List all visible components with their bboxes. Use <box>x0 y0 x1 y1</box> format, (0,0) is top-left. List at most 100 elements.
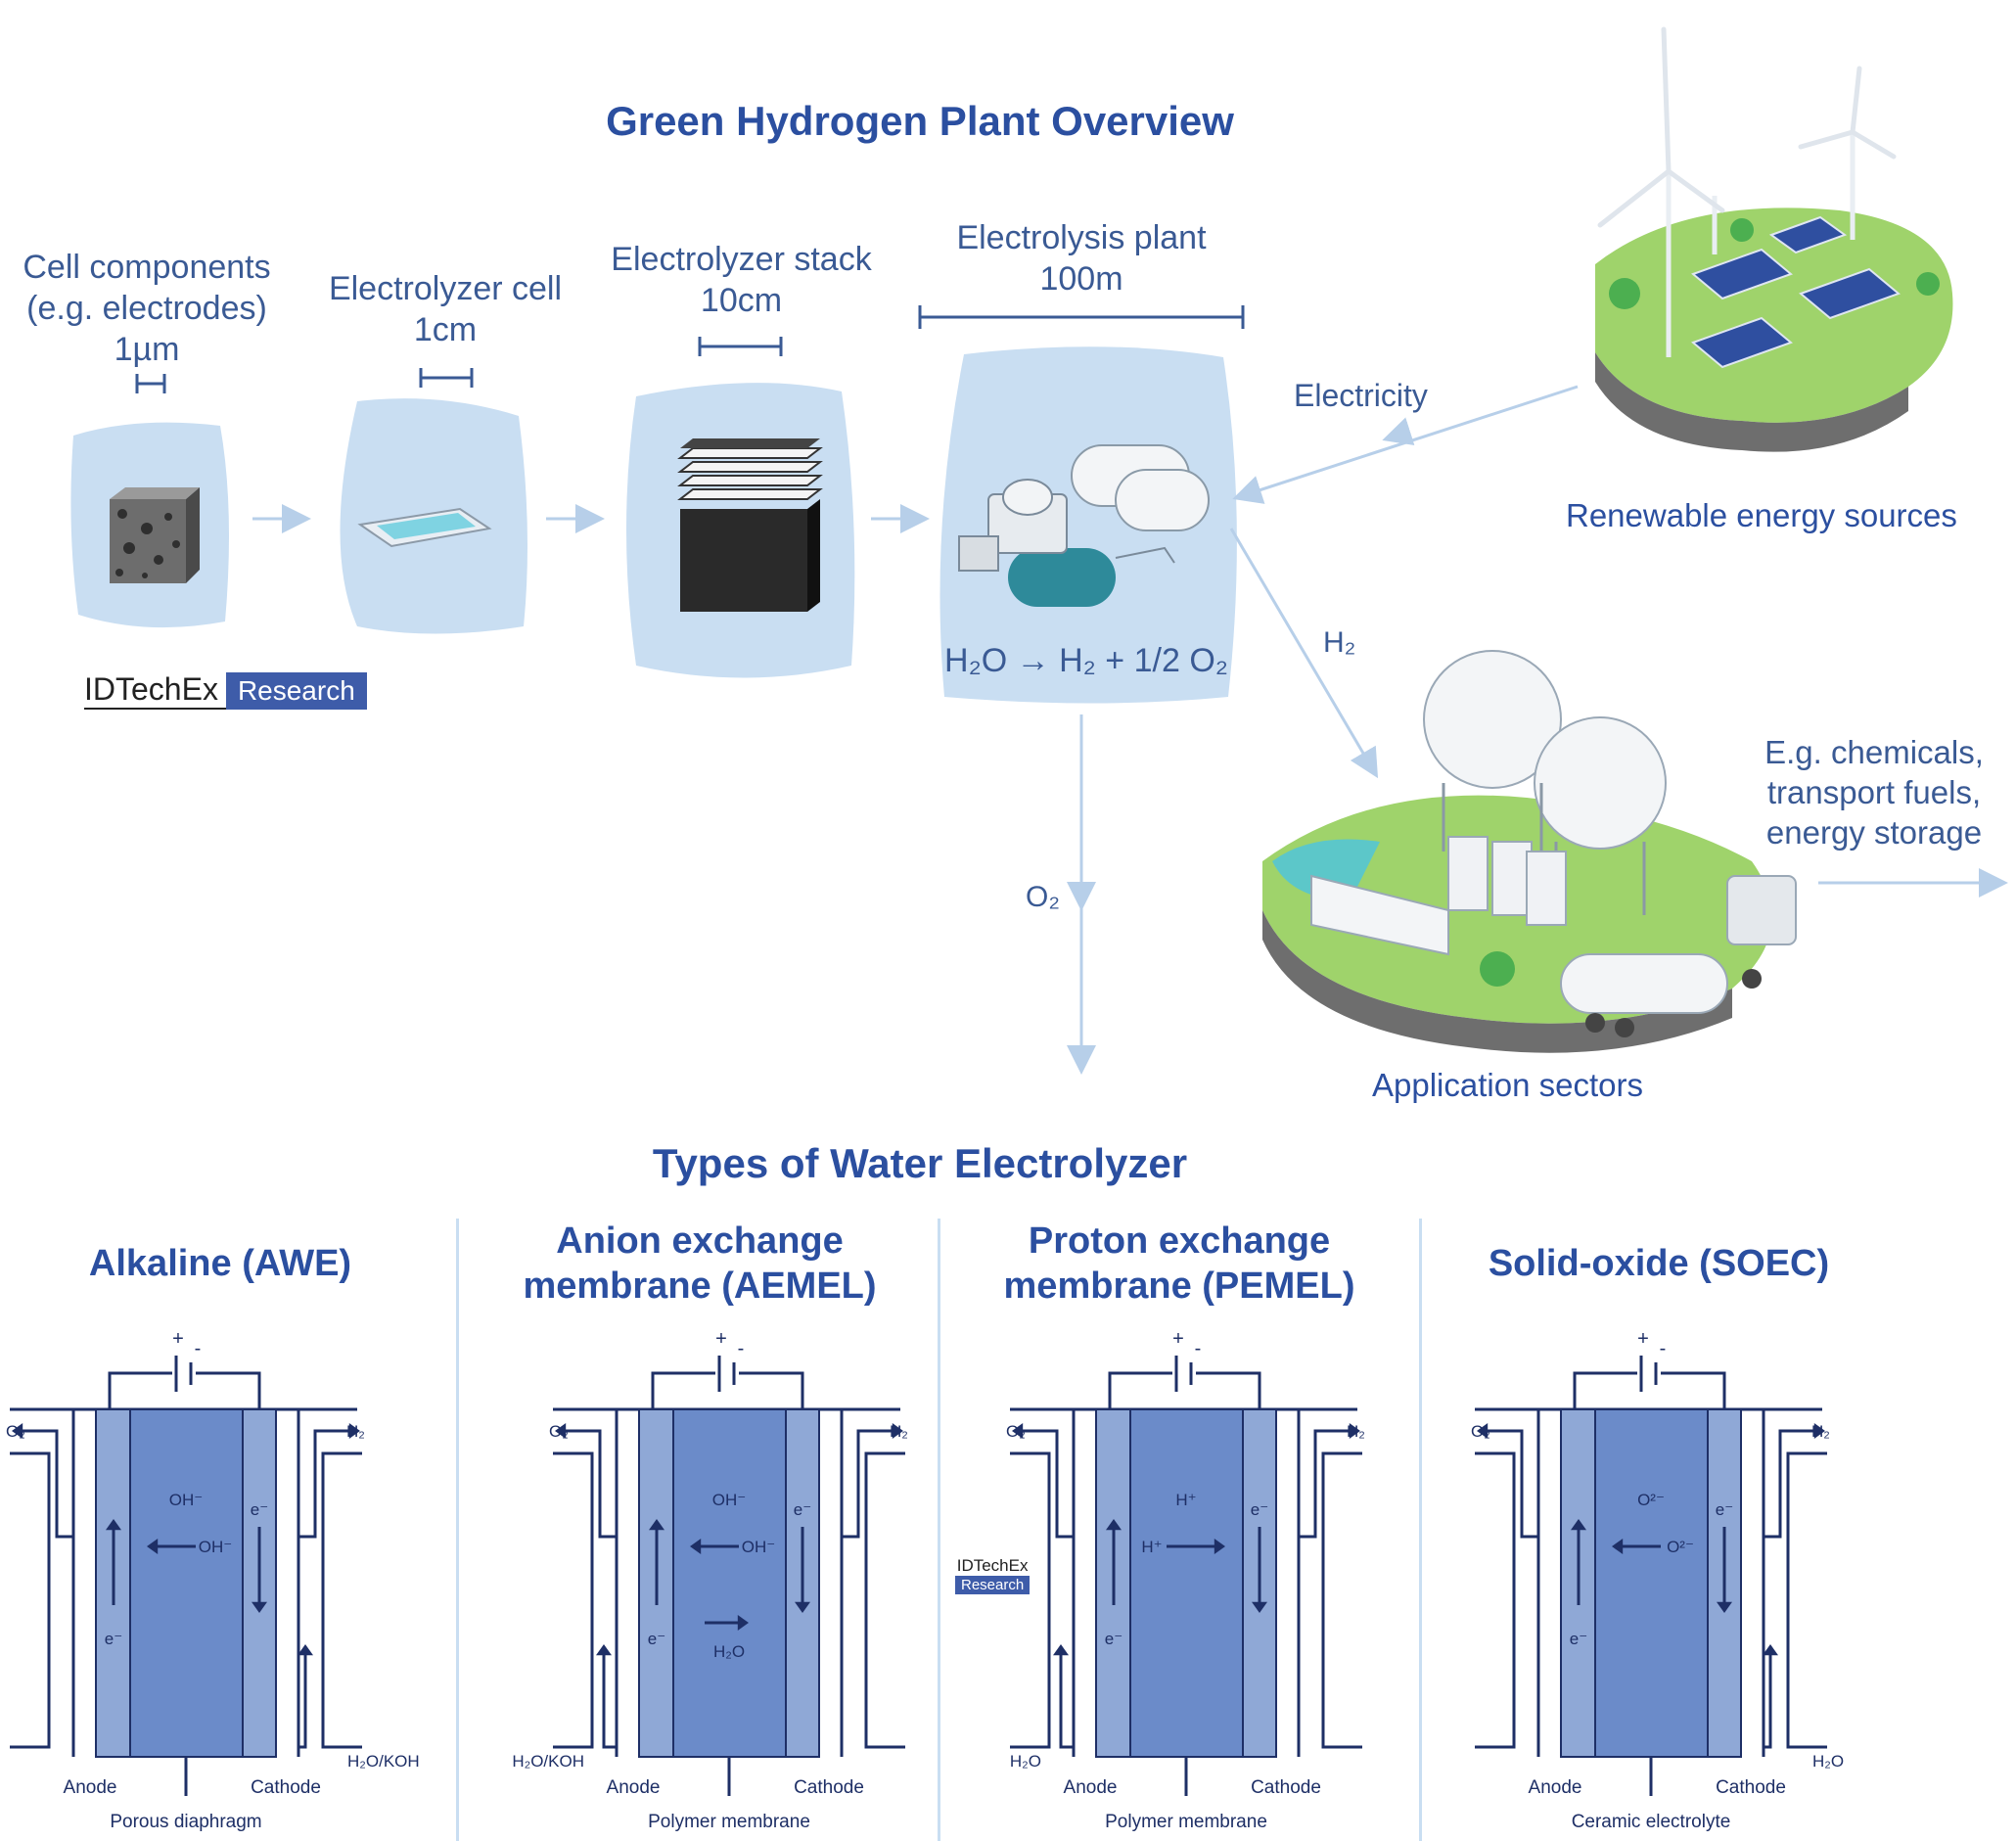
h2-outlet <box>1764 1429 1815 1539</box>
ion-label: OH⁻ <box>169 1491 203 1509</box>
stage-scale: 100m <box>1039 260 1123 298</box>
input-line <box>298 1654 307 1749</box>
left-loop <box>10 1451 51 1749</box>
divider <box>456 1219 459 1841</box>
input-label: H₂O/KOH <box>347 1752 420 1771</box>
membrane-label: Porous diaphragm <box>110 1812 261 1832</box>
circuit-wire <box>1108 1371 1261 1409</box>
electrolyte <box>672 1408 787 1758</box>
electrolysis-plant-blob <box>939 346 1237 704</box>
h2o-arrow-icon <box>737 1615 749 1631</box>
minus-sign: - <box>738 1338 745 1359</box>
circuit-wire <box>108 1371 261 1409</box>
h2-outlet <box>1299 1429 1351 1539</box>
membrane-label: Polymer membrane <box>648 1812 810 1832</box>
left-loop <box>1010 1451 1051 1749</box>
types-title: Types of Water Electrolyzer <box>652 1140 1188 1186</box>
h2-label: H₂ <box>890 1422 908 1441</box>
o2-flow-label: O₂ <box>1026 881 1060 913</box>
membrane-label: Ceramic electrolyte <box>1572 1812 1731 1832</box>
anode-label: Anode <box>607 1777 661 1798</box>
application-example: E.g. chemicals, <box>1764 734 1984 770</box>
ion-migration-arrow-icon <box>690 1539 702 1554</box>
ion-mid-label: H⁺ <box>1141 1538 1162 1556</box>
application-island-icon <box>1262 650 1797 1053</box>
input-label: H₂O <box>1812 1752 1844 1771</box>
plus-sign: + <box>1172 1328 1184 1350</box>
electron-label: e⁻ <box>1716 1500 1733 1519</box>
panel-title-line: Alkaline (AWE) <box>88 1243 352 1284</box>
right-loop <box>321 1451 362 1749</box>
renewable-energy-label: Renewable energy sources <box>1566 497 1957 533</box>
ion-mid-label: OH⁻ <box>742 1538 775 1556</box>
overview-graphic <box>70 26 2008 1075</box>
ion-label: O²⁻ <box>1637 1491 1665 1509</box>
anode-label: Anode <box>1529 1777 1582 1798</box>
h2-outlet <box>842 1429 893 1539</box>
anode-arrow-icon <box>1106 1519 1122 1531</box>
stack-icon <box>677 438 823 612</box>
membrane-label: Polymer membrane <box>1105 1812 1267 1832</box>
electrolyte <box>129 1408 244 1758</box>
stage-scale: 1cm <box>413 311 478 348</box>
input-line <box>602 1654 617 1749</box>
battery-icon <box>1639 1356 1658 1392</box>
o2-outlet <box>22 1429 73 1539</box>
stage-label-cell-components: Cell components (e.g. electrodes) 1µm <box>0 247 294 370</box>
stage-name: Electrolyzer stack <box>611 241 872 278</box>
cathode-arrow-icon <box>1717 1601 1732 1613</box>
minus-sign: - <box>1195 1338 1202 1359</box>
electrolysis-plant-icon <box>958 444 1210 607</box>
anode-arrow-icon <box>106 1519 121 1531</box>
o2-outlet <box>565 1429 617 1539</box>
anode-arrow-icon <box>649 1519 664 1531</box>
battery-icon <box>174 1356 193 1392</box>
electron-label: e⁻ <box>1105 1630 1123 1648</box>
panel-title-line: Anion exchange <box>556 1220 844 1262</box>
panel-title-pemel: Proton exchange membrane (PEMEL) <box>949 1219 1409 1309</box>
panel-title-line: Solid-oxide (SOEC) <box>1488 1243 1830 1284</box>
input-label: H₂O/KOH <box>512 1752 584 1771</box>
anode-label: Anode <box>1064 1777 1118 1798</box>
brand-name: IDTechEx <box>84 671 226 710</box>
right-loop <box>1786 1451 1827 1749</box>
brand-tag: Research <box>955 1576 1031 1594</box>
electrolyte <box>1594 1408 1709 1758</box>
plus-sign: + <box>715 1328 727 1350</box>
divider <box>938 1219 940 1841</box>
ion-migration-arrow-icon <box>1214 1539 1225 1554</box>
brand-logo-small: IDTechEx Research <box>955 1556 1031 1594</box>
input-line <box>1764 1654 1772 1749</box>
application-example: energy storage <box>1765 814 1983 851</box>
panel-title-soec: Solid-oxide (SOEC) <box>1429 1241 1889 1286</box>
electron-label: e⁻ <box>105 1630 122 1648</box>
left-loop <box>1475 1451 1516 1749</box>
electrolyte <box>1129 1408 1244 1758</box>
h2-flow-label: H₂ <box>1323 626 1356 659</box>
panel-title-line: Proton exchange <box>1028 1220 1331 1262</box>
h2-outlet <box>298 1429 350 1539</box>
h2-arrow-icon <box>892 1423 903 1439</box>
plus-sign: + <box>172 1328 184 1350</box>
ion-migration-arrow-icon <box>147 1539 159 1554</box>
brand-tag: Research <box>225 671 367 710</box>
h2-label: H₂ <box>1811 1422 1830 1441</box>
stage-scale: 1µm <box>114 331 180 368</box>
right-loop <box>864 1451 905 1749</box>
anode-arrow-icon <box>1571 1519 1586 1531</box>
overview-title: Green Hydrogen Plant Overview <box>606 98 1234 144</box>
stage-name: Electrolysis plant <box>956 219 1207 256</box>
application-sectors-label: Application sectors <box>1372 1067 1643 1103</box>
electricity-label: Electricity <box>1294 378 1428 413</box>
ion-migration-arrow-icon <box>1612 1539 1624 1554</box>
o2-arrow-icon <box>555 1423 567 1439</box>
right-loop <box>1321 1451 1362 1749</box>
minus-sign: - <box>1660 1338 1667 1359</box>
renewable-island-icon <box>1595 26 1953 452</box>
divider <box>1419 1219 1422 1841</box>
application-example: transport fuels, <box>1766 774 1982 810</box>
circuit-wire <box>1573 1371 1726 1409</box>
h2-label: H₂ <box>346 1422 365 1441</box>
stage-name: Cell components <box>23 249 271 286</box>
